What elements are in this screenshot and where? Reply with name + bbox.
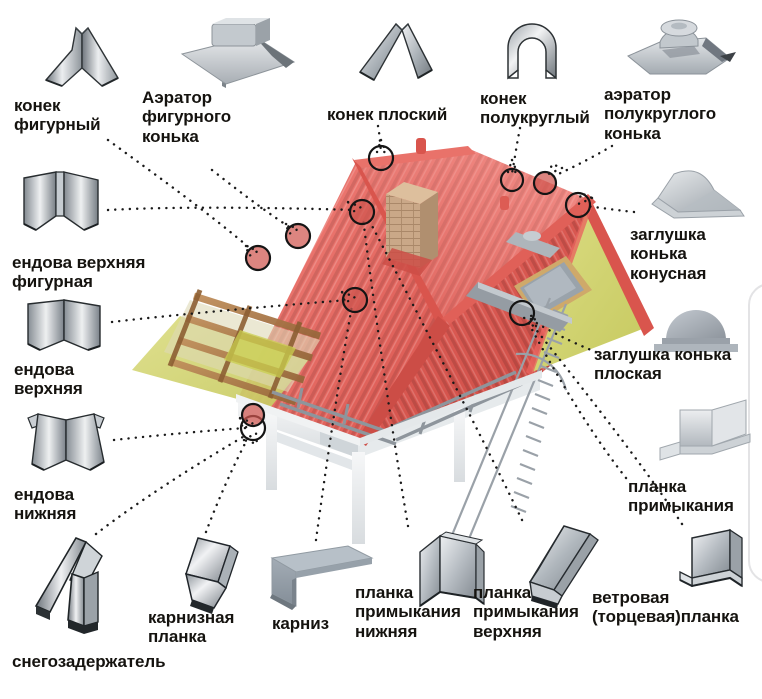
label-planka-primykaniya-verhnyaya: планка примыкания верхняя <box>473 583 579 641</box>
label-aerator-figurnogo-konka: Аэратор фигурного конька <box>142 88 232 146</box>
product-lower-valley <box>24 412 110 478</box>
label-karniznaya-planka: карнизная планка <box>148 608 235 647</box>
product-eaves-strip <box>174 536 250 614</box>
label-aerator-polukruglogo-konka: аэратор полукруглого конька <box>604 85 717 143</box>
product-snow-guard <box>32 534 126 638</box>
label-konek-ploskiy: конек плоский <box>327 105 448 124</box>
label-endova-verhnyaya: ендова верхняя <box>14 360 83 399</box>
chimney <box>382 182 438 276</box>
product-gable-wind-strip <box>672 528 752 608</box>
label-vetrovaya-torcevaya-planka: ветровая (торцевая)планка <box>592 588 739 627</box>
product-flat-ridge <box>358 22 436 88</box>
label-zaglushka-konka-konusnaya: заглушка конька конусная <box>630 225 707 283</box>
product-conical-ridge-cap <box>644 168 750 224</box>
label-snegozaderzhatel: снегозадержатель <box>12 652 166 671</box>
product-upper-figured-valley <box>18 168 104 242</box>
label-endova-verhnyaya-figurnaya: ендова верхняя фигурная <box>12 253 146 292</box>
product-lower-abutment-strip <box>414 530 486 610</box>
product-upper-abutment-strip <box>524 524 604 610</box>
label-endova-nizhnyaya: ендова нижняя <box>14 485 77 524</box>
product-upper-valley <box>24 298 106 356</box>
label-zaglushka-konka-ploskaya: заглушка конька плоская <box>594 345 732 384</box>
product-figured-ridge-aerator <box>168 18 300 90</box>
product-semicircular-ridge-aerator <box>620 16 740 84</box>
product-abutment-strip <box>650 399 756 474</box>
product-semicircular-ridge <box>498 22 566 88</box>
label-konek-figurny: конек фигурный <box>14 96 101 135</box>
roof-illustration <box>120 138 660 560</box>
label-planka-primykaniya-nizhnyaya: планка примыкания нижняя <box>355 583 461 641</box>
label-planka-primykaniya: планка примыкания <box>628 477 734 516</box>
product-figured-ridge <box>40 24 124 96</box>
label-konek-polukruglyy: конек полукруглый <box>480 89 590 128</box>
product-eaves <box>268 544 376 614</box>
label-karniz: карниз <box>272 614 329 633</box>
